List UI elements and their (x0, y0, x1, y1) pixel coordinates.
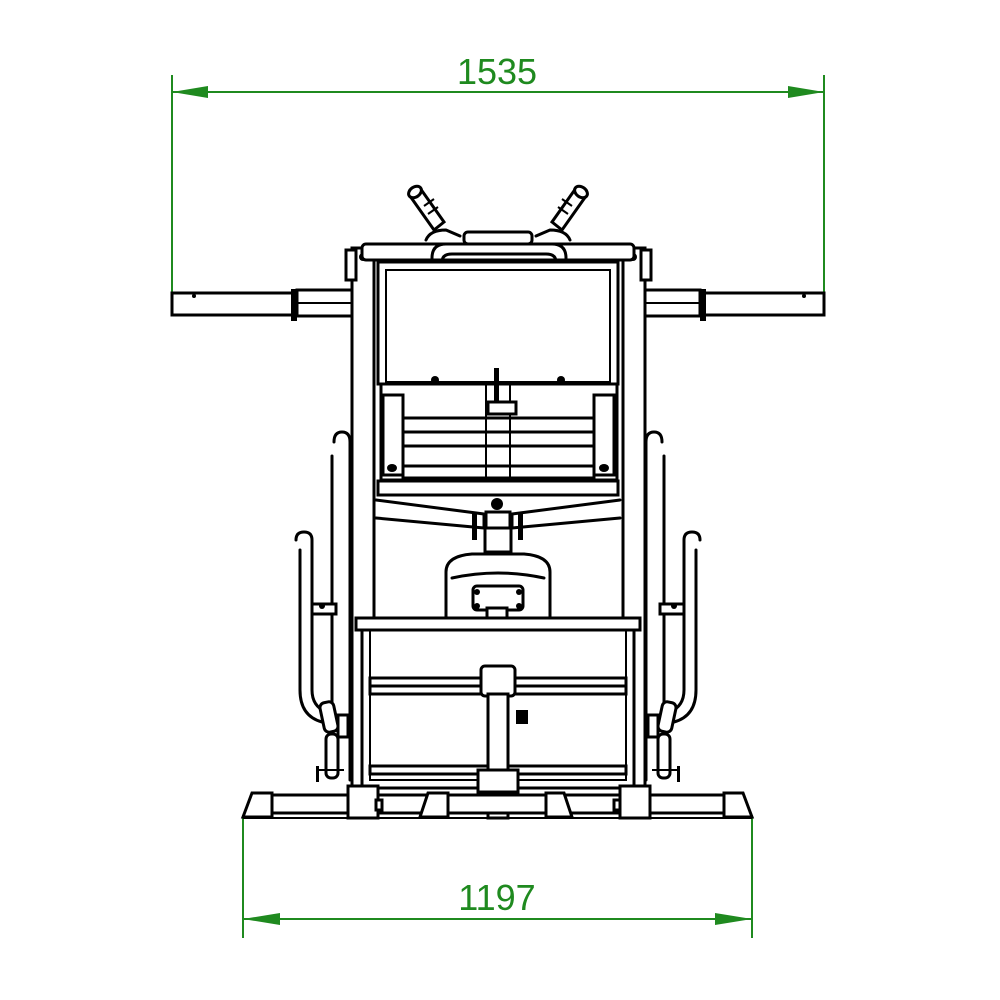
dimension-overall-width: 1535 (171, 51, 825, 305)
left-angled-handle (407, 184, 462, 242)
left-side-arm (294, 430, 352, 782)
base-frame (240, 784, 755, 820)
back-pad (376, 260, 620, 386)
dimension-label-base: 1197 (458, 877, 535, 918)
right-side-arm (644, 430, 702, 782)
right-weight-horn (641, 288, 826, 321)
footplate-top (354, 616, 642, 632)
machine-outline (170, 184, 826, 820)
dimension-base-width: 1197 (242, 815, 753, 938)
left-weight-horn (170, 288, 355, 321)
dimension-label-overall: 1535 (457, 51, 537, 92)
right-angled-handle (534, 184, 589, 242)
